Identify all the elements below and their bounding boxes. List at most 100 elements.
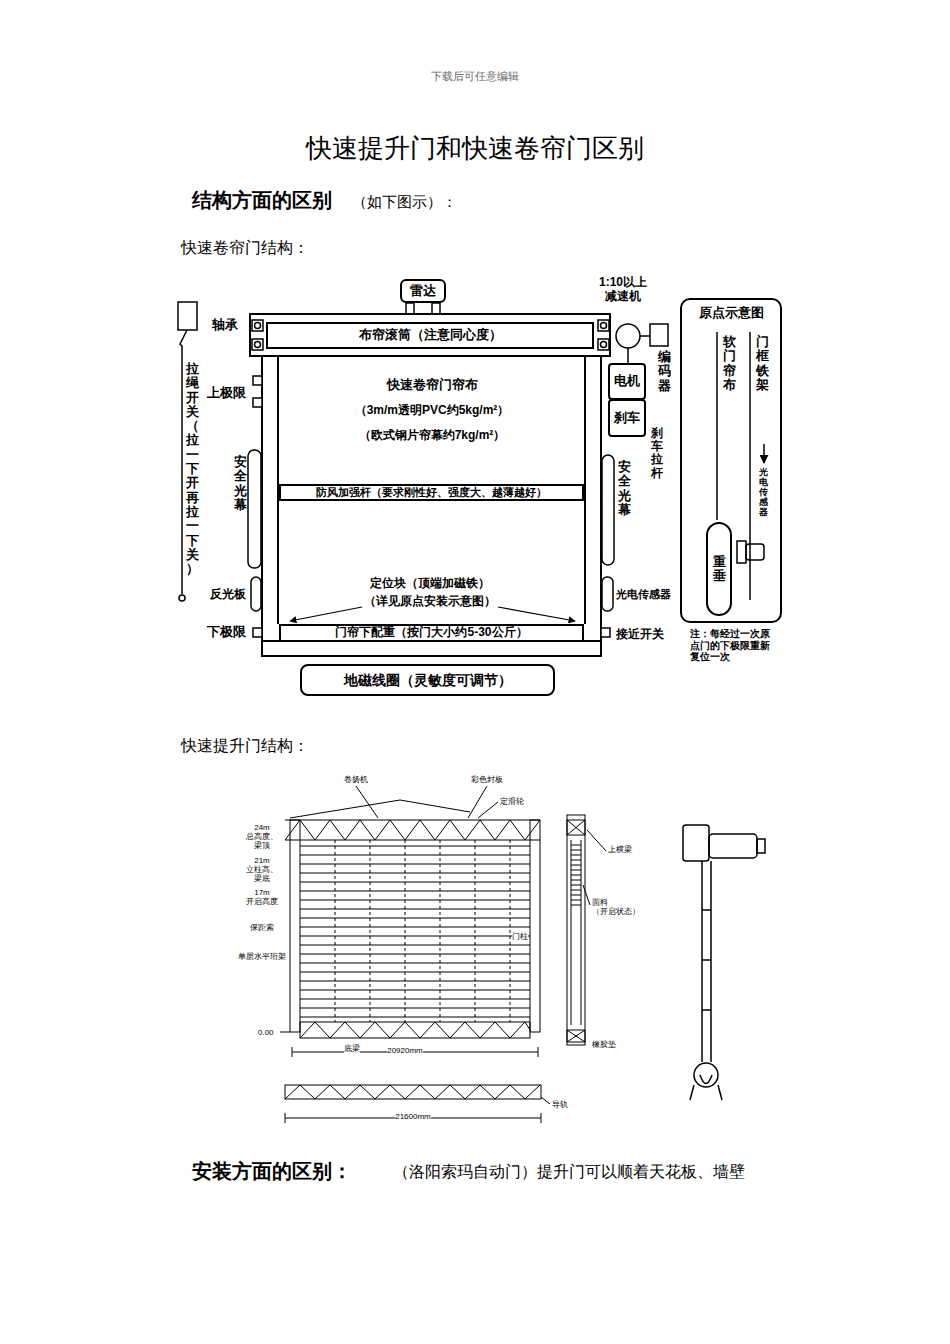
pull-switch: [179, 595, 185, 601]
dimension-label: 20920mm: [387, 1046, 423, 1055]
brake-box: 刹车: [608, 399, 646, 437]
lift-door-elevation: [300, 1022, 530, 1038]
part-label: 拉绳开关（拉一下开再拉一下关）: [186, 362, 199, 576]
part-label: 底梁: [344, 1044, 360, 1053]
part-label: 门框铁架: [756, 335, 769, 392]
lift-door-elevation: [285, 820, 540, 840]
lift-door-elevation: [280, 786, 550, 1123]
bearing: [601, 342, 607, 348]
pull-switch: [178, 302, 197, 330]
lift-door-section: [567, 815, 585, 1045]
hoist-icon: [702, 910, 711, 1010]
leader-line: [290, 607, 362, 621]
hoist-icon: [709, 834, 757, 858]
lift-door-elevation: [356, 786, 498, 818]
gear-reducer: [627, 348, 629, 363]
part-label: 橡胶垫: [592, 1040, 616, 1049]
page-title: 快速提升门和快速卷帘门区别: [306, 134, 644, 164]
lift-door-elevation: [290, 800, 470, 818]
radar-mount: [406, 303, 414, 314]
lift-door-section: [571, 840, 581, 1025]
radar-mount: [406, 303, 440, 314]
lift-door-elevation: [335, 840, 510, 1022]
lift-door-elevation: [530, 820, 540, 1032]
section-heading: 安装方面的区别：: [192, 1160, 352, 1183]
part-label: 导轨: [552, 1100, 568, 1109]
part-label: 门柱: [512, 932, 528, 941]
door-frame: [584, 356, 586, 624]
lift-door-section: [567, 820, 585, 835]
origin-panel: 原点示意图重垂: [680, 298, 782, 623]
part-label: 单层水平珩架: [238, 952, 286, 961]
part-label: 编码器: [658, 350, 671, 393]
wind-bar: 防风加强杆（要求刚性好、强度大、越薄越好）: [279, 484, 584, 501]
dimension-label: 0.00: [258, 1028, 274, 1037]
lift-door-section: [571, 845, 581, 905]
hoist-icon: [702, 861, 711, 1062]
part-label: 安全光幕: [234, 455, 247, 512]
light-curtain: [248, 450, 261, 568]
node-text: 布帘滚筒（注意同心度）: [359, 328, 502, 343]
limit-switch: [253, 376, 262, 385]
bearing: [252, 320, 609, 350]
part-label: 上横梁: [608, 845, 632, 854]
dimension-label: 21600mm: [395, 1112, 431, 1121]
body-text: （洛阳索玛自动门）提升门可以顺着天花板、墙壁: [393, 1163, 745, 1181]
lift-door-section: [567, 815, 606, 1045]
part-label: 接近开关: [616, 628, 664, 642]
lift-door-section: [583, 830, 606, 905]
gear-reducer: [640, 335, 650, 337]
leader-line: [290, 607, 575, 621]
part-label: 面料 （开启状态）: [592, 898, 640, 916]
limit-switch: [601, 628, 610, 637]
radar-box: 雷达: [400, 279, 446, 303]
node-text: 门帘下配重（按门大小约5-30公斤）: [335, 626, 527, 640]
origin-sketch: [763, 444, 765, 463]
photo-sensor: [602, 577, 613, 611]
part-label: 下极限: [207, 625, 246, 640]
photo-sensor: [251, 577, 613, 611]
node-text: 重垂: [713, 555, 726, 584]
part-label: 上极限: [207, 386, 246, 401]
lift-door-elevation: [285, 1113, 541, 1123]
lift-door-elevation: [285, 1085, 540, 1099]
lift-door-elevation: [300, 1022, 530, 1038]
bearing: [255, 342, 261, 348]
part-label: 软门帘布: [723, 335, 736, 392]
footnote: 注：每经过一次原点门的下极限重新复位一次: [690, 628, 775, 663]
hoist-icon: [700, 1075, 712, 1084]
bearing: [598, 320, 609, 331]
bearing: [598, 339, 609, 350]
hoist-icon: [683, 825, 765, 1100]
lift-door-elevation: [290, 820, 300, 1032]
lift-door-elevation: [541, 1097, 550, 1104]
roller-band: 布帘滚筒（注意同心度）: [266, 322, 594, 349]
limit-switch: [253, 628, 262, 637]
part-label: 定位块（顶端加磁铁）: [370, 577, 490, 591]
spec-note: （3m/m透明PVC约5kg/m²）: [355, 404, 510, 418]
lift-door-elevation: [280, 1032, 290, 1033]
hoist-icon: [694, 1063, 718, 1087]
node-text: 原点示意图: [699, 306, 764, 321]
motor-box: 电机: [608, 363, 646, 400]
hoist-icon: [683, 825, 709, 861]
part-label: 定滑轮: [500, 797, 524, 806]
door-frame: [262, 356, 601, 656]
figure-caption: 快速提升门结构：: [181, 737, 309, 755]
section-heading: 结构方面的区别: [192, 189, 332, 212]
bearing: [255, 323, 261, 329]
limit-switch: [253, 376, 610, 637]
part-label: 保距索: [250, 923, 274, 932]
bearing: [601, 323, 607, 329]
radar-mount: [432, 303, 440, 314]
part-label: 轴承: [212, 318, 238, 333]
part-label: 光电传感器: [759, 468, 768, 517]
light-curtain: [248, 450, 614, 568]
loop-detector-box: 地磁线圈（灵敏度可调节）: [300, 664, 555, 696]
part-label: 光电传感器: [616, 588, 671, 601]
dimension-label: 24m 总高度、梁顶: [246, 823, 278, 851]
leader-line: [498, 607, 575, 621]
origin-sketch: [746, 544, 764, 560]
light-curtain: [602, 455, 614, 565]
